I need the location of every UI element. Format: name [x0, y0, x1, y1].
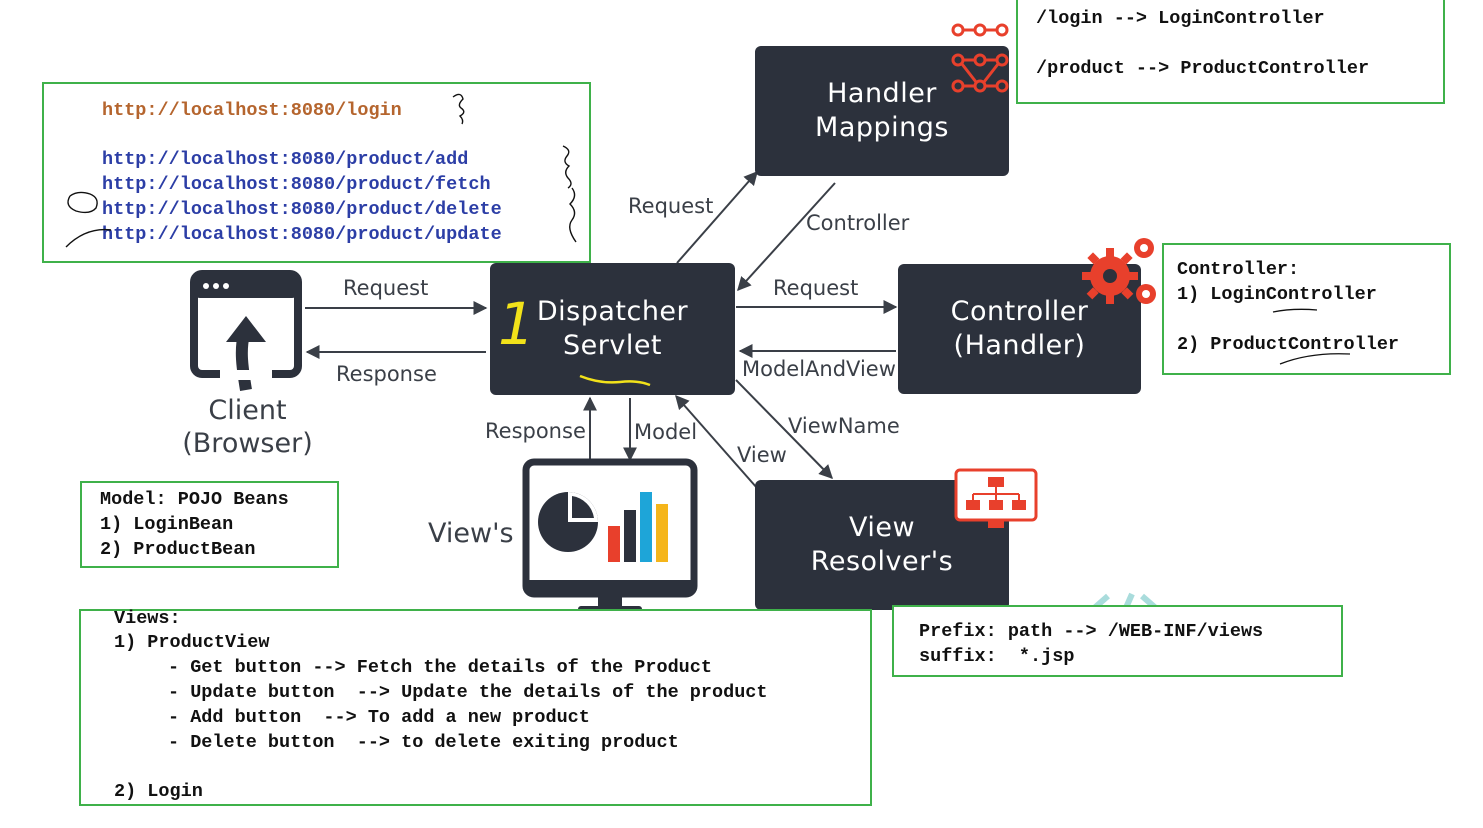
client-request-label: Request — [343, 276, 429, 300]
controller-request-label: Request — [773, 276, 859, 300]
controller-note-item-2: 2) ProductController — [1177, 334, 1400, 355]
gears-icon — [1082, 238, 1156, 304]
model-note-title: Model: POJO Beans — [100, 489, 289, 510]
mapping-login: /login --> LoginController — [1036, 8, 1325, 29]
model-note-item-2: 2) ProductBean — [100, 539, 256, 560]
client-label-2: (Browser) — [182, 428, 313, 459]
mapping-note: /login --> LoginController /product --> … — [1016, 0, 1445, 104]
product-add-url: http://localhost:8080/product/add — [102, 149, 469, 170]
browser-icon — [190, 270, 302, 391]
network-nodes-icon — [951, 23, 1009, 93]
views-note-product-view: 1) ProductView — [114, 632, 270, 653]
handler-request-label: Request — [628, 194, 714, 218]
view-arrow — [675, 394, 758, 489]
dispatcher-label-2: Servlet — [562, 330, 663, 361]
product-update-url: http://localhost:8080/product/update — [102, 224, 502, 245]
view-label: View — [737, 443, 787, 467]
views-note-add-button: - Add button --> To add a new product — [168, 707, 590, 728]
handler-request-arrow — [676, 170, 758, 264]
org-chart-monitor-icon — [954, 468, 1038, 528]
views-note-login: 2) Login — [114, 781, 203, 802]
controller-note-item-1: 1) LoginController — [1177, 284, 1377, 305]
controller-label-2: (Handler) — [953, 330, 1086, 361]
dispatcher-servlet-node: Dispatcher Servlet — [490, 263, 735, 395]
views-label: View's — [428, 518, 514, 549]
views-note-title: Views: — [114, 608, 181, 629]
view-name-label: ViewName — [788, 414, 900, 438]
view-resolver-label-1: View — [848, 512, 916, 543]
handler-controller-label: Controller — [806, 211, 910, 235]
response-label: Response — [485, 419, 586, 443]
handler-mappings-label-1: Handler — [827, 78, 937, 109]
view-resolver-label-2: Resolver's — [810, 546, 954, 577]
product-delete-url: http://localhost:8080/product/delete — [102, 199, 502, 220]
dashboard-monitor-icon — [522, 458, 698, 618]
resolver-prefix: Prefix: path --> /WEB-INF/views — [919, 621, 1264, 642]
handler-controller-arrow — [737, 182, 836, 292]
product-fetch-url: http://localhost:8080/product/fetch — [102, 174, 491, 195]
controller-underlines — [1272, 308, 1351, 365]
url-note: http://localhost:8080/login http://local… — [42, 82, 591, 263]
controller-label-1: Controller — [950, 296, 1089, 327]
resolver-note: Prefix: path --> /WEB-INF/views suffix: … — [892, 605, 1343, 677]
annotation-number-one: 1 — [498, 290, 535, 358]
views-note-delete-button: - Delete button --> to delete exiting pr… — [168, 732, 679, 753]
model-label: Model — [634, 420, 698, 444]
views-note-get-button: - Get button --> Fetch the details of th… — [168, 657, 712, 678]
login-url: http://localhost:8080/login — [102, 100, 402, 121]
views-note: Views: 1) ProductView - Get button --> F… — [79, 609, 872, 806]
model-note: Model: POJO Beans 1) LoginBean 2) Produc… — [80, 481, 339, 568]
controller-handler-node: Controller (Handler) — [898, 264, 1141, 394]
yellow-underline — [579, 374, 651, 387]
dispatcher-label-1: Dispatcher — [536, 296, 689, 327]
resolver-suffix: suffix: *.jsp — [919, 646, 1075, 667]
view-name-arrow — [735, 379, 833, 480]
client-label-1: Client — [208, 395, 287, 426]
views-note-update-button: - Update button --> Update the details o… — [168, 682, 768, 703]
client-label: Client (Browser) — [160, 394, 335, 460]
client-response-label: Response — [336, 362, 437, 386]
handler-mappings-label-2: Mappings — [815, 112, 949, 143]
handwritten-marks — [65, 93, 577, 248]
controller-note-title: Controller: — [1177, 259, 1300, 280]
mapping-product: /product --> ProductController — [1036, 58, 1370, 79]
model-and-view-label: ModelAndView — [742, 357, 896, 381]
model-note-item-1: 1) LoginBean — [100, 514, 234, 535]
